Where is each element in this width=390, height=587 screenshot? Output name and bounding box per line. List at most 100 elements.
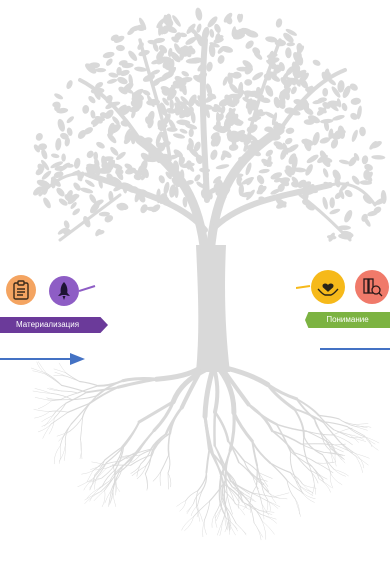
leaf xyxy=(61,153,66,162)
leaf xyxy=(54,93,64,100)
leaf xyxy=(244,66,253,75)
leaf xyxy=(207,16,218,28)
root xyxy=(34,388,52,394)
root xyxy=(95,467,107,471)
leaf xyxy=(361,155,369,165)
leaf xyxy=(138,17,147,30)
root xyxy=(217,521,223,536)
root xyxy=(235,523,247,535)
leaf xyxy=(88,95,96,104)
root xyxy=(214,513,218,528)
root xyxy=(65,372,80,382)
leaf xyxy=(60,132,69,140)
leaf xyxy=(171,36,179,43)
leaf xyxy=(95,82,104,89)
leaf xyxy=(115,168,124,181)
root xyxy=(355,455,369,466)
leaf xyxy=(131,88,144,98)
root xyxy=(88,477,102,483)
tree-trunk xyxy=(196,245,230,372)
leaf xyxy=(104,215,114,223)
leaf xyxy=(193,141,201,152)
leaf xyxy=(351,129,358,142)
leaf xyxy=(373,206,382,214)
root xyxy=(197,471,207,492)
root xyxy=(248,501,263,522)
root xyxy=(37,400,52,410)
leaf xyxy=(188,128,194,137)
leaf xyxy=(147,39,158,45)
leaf xyxy=(337,80,345,93)
leaf xyxy=(37,163,45,172)
leaf xyxy=(256,185,267,195)
root xyxy=(249,501,252,513)
leaf xyxy=(174,102,182,112)
root xyxy=(258,472,273,479)
leaf xyxy=(259,97,271,104)
leaf xyxy=(115,44,125,52)
root xyxy=(355,426,368,431)
root xyxy=(34,411,50,419)
root xyxy=(333,434,353,446)
root xyxy=(94,476,98,490)
leaf xyxy=(84,179,95,187)
leaf xyxy=(332,169,341,181)
root xyxy=(306,430,332,444)
root xyxy=(136,465,147,480)
leaf xyxy=(190,111,196,124)
root xyxy=(205,448,211,474)
root xyxy=(195,490,199,509)
connector-tail-left xyxy=(296,285,311,289)
root xyxy=(311,480,315,495)
root xyxy=(91,461,104,465)
leaf xyxy=(205,83,213,96)
leaf xyxy=(206,61,213,72)
leaf xyxy=(337,125,346,139)
leaf xyxy=(83,127,93,135)
leaf xyxy=(116,151,126,160)
root xyxy=(145,473,148,491)
root xyxy=(58,444,66,462)
root xyxy=(131,454,141,463)
leaf xyxy=(121,105,131,116)
leaf xyxy=(265,85,274,97)
root xyxy=(213,370,220,414)
leaf xyxy=(280,148,287,160)
leaf xyxy=(174,75,185,83)
leaf xyxy=(230,113,239,125)
leaf xyxy=(238,81,244,96)
leaf xyxy=(359,126,366,137)
leaf xyxy=(228,143,239,151)
root xyxy=(290,451,313,468)
leaf xyxy=(89,194,97,204)
root xyxy=(196,507,203,522)
leaf xyxy=(90,110,96,119)
root xyxy=(45,373,62,386)
leaf xyxy=(220,105,226,114)
root xyxy=(32,370,46,375)
leaf xyxy=(215,164,230,170)
root xyxy=(176,500,187,507)
root xyxy=(354,423,369,425)
leaf xyxy=(275,18,283,28)
leaf xyxy=(158,175,165,184)
leaf xyxy=(231,26,237,37)
root xyxy=(300,443,325,453)
leaf xyxy=(63,220,70,229)
root xyxy=(354,453,370,459)
leaf xyxy=(93,151,98,161)
leaf xyxy=(326,235,337,240)
root xyxy=(270,494,277,504)
leaf xyxy=(195,7,203,21)
root xyxy=(330,443,353,453)
leaf xyxy=(363,169,371,181)
root xyxy=(329,472,334,489)
root xyxy=(251,440,259,467)
root xyxy=(223,365,271,388)
leaf xyxy=(283,78,293,89)
root xyxy=(258,510,273,515)
root xyxy=(301,492,315,503)
leaf xyxy=(305,164,313,176)
leaf xyxy=(64,137,70,147)
root xyxy=(275,423,308,432)
